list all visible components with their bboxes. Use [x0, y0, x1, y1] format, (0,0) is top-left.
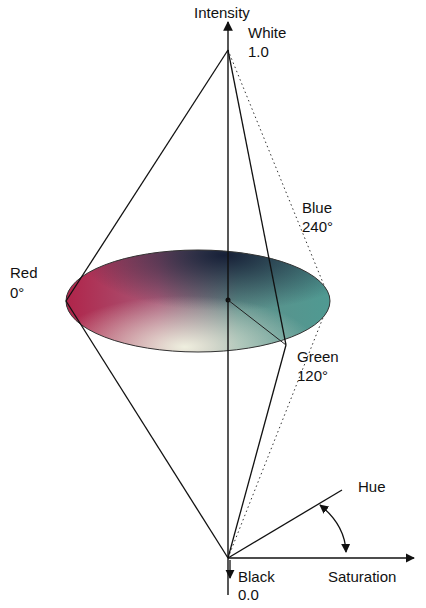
hue-disc-light	[66, 250, 330, 352]
cone-edge	[66, 301, 228, 558]
cone-edge	[66, 50, 228, 301]
hue-disc-shade	[66, 250, 330, 352]
hue-label: Red	[10, 264, 38, 282]
hue-angle: 0°	[10, 284, 24, 302]
axis-title: Hue	[358, 478, 386, 496]
hue-disc	[66, 250, 330, 352]
intensity-axis	[227, 22, 228, 595]
hue-label: Green	[297, 348, 339, 366]
cone-edge	[228, 345, 286, 558]
pole-value: 1.0	[248, 43, 269, 61]
black-arrow	[229, 560, 230, 578]
axis-title: Intensity	[194, 4, 250, 22]
disc-outline	[66, 250, 330, 352]
hue-arc	[320, 505, 346, 552]
saturation-axis	[228, 557, 414, 558]
hue-angle: 240°	[302, 218, 333, 236]
hue-angle: 120°	[297, 367, 328, 385]
cone-edge	[228, 50, 286, 345]
pole-label: Black	[238, 568, 275, 586]
pole-label: White	[248, 24, 286, 42]
axis-title: Saturation	[328, 568, 396, 586]
radius-line	[228, 300, 286, 345]
pole-value: 0.0	[238, 586, 259, 604]
hue-label: Blue	[302, 199, 332, 217]
hue-line	[228, 490, 342, 558]
